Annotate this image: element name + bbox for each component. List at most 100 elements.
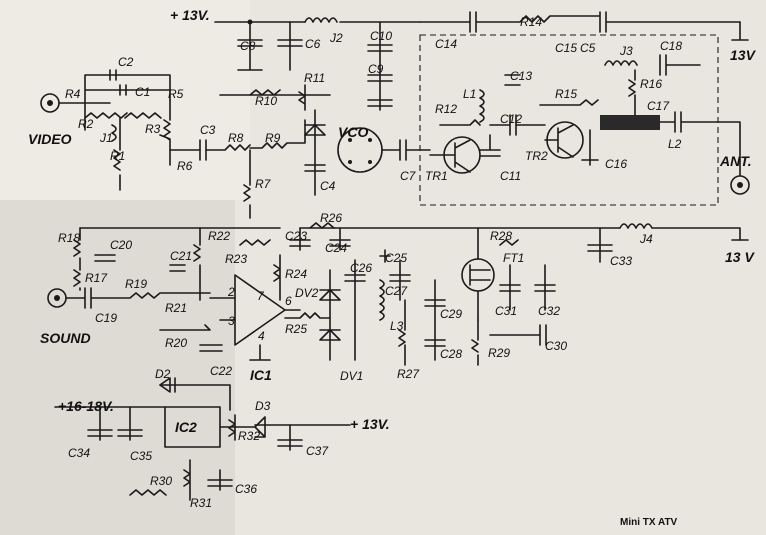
label-c14: C14: [435, 37, 457, 51]
label-r6: R6: [177, 159, 193, 173]
label-r4: R4: [65, 87, 81, 101]
label-pin6: 6: [285, 294, 292, 308]
label-c15: C15: [555, 41, 577, 55]
caps-c29-c28: [424, 279, 446, 361]
label-c6: C6: [305, 37, 321, 51]
cap-c18: [659, 54, 701, 76]
label-c27: C27: [385, 284, 408, 298]
rf-section-box: [419, 34, 719, 206]
label-l2: L2: [668, 137, 682, 151]
cap-c31: [499, 264, 521, 311]
label-pin4: 4: [258, 329, 265, 343]
label-c13: C13: [510, 69, 532, 83]
label-r21: R21: [165, 301, 187, 315]
label-r9: R9: [265, 131, 281, 145]
fet-ft1-leads: [469, 227, 491, 321]
label-r24: R24: [285, 267, 307, 281]
label-pin2: 2: [227, 285, 235, 299]
label-c21: C21: [170, 249, 192, 263]
label-d3: D3: [255, 399, 271, 413]
opamp-ic1: [234, 274, 286, 346]
opamp-ic1-leads: [209, 297, 301, 361]
label-r17: R17: [85, 271, 108, 285]
label-supply-out: + 13V.: [350, 416, 390, 432]
label-c34: C34: [68, 446, 90, 460]
label-r27: R27: [397, 367, 420, 381]
transistor-tr2-leads: [544, 124, 574, 158]
label-supply-top: + 13V.: [170, 7, 210, 23]
label-vco: VCO: [338, 124, 368, 140]
label-r19: R19: [125, 277, 147, 291]
cap-c24: [329, 227, 351, 251]
label-c16: C16: [605, 157, 627, 171]
inductor-l3: [379, 279, 385, 321]
inductor-l2: [600, 115, 660, 130]
label-r25: R25: [285, 322, 307, 336]
label-r30: R30: [150, 474, 172, 488]
diode-d3: [219, 416, 266, 438]
label-ic1: IC1: [250, 367, 272, 383]
label-r14: R14: [520, 15, 542, 29]
sound-jack-center: [54, 295, 60, 301]
pot-r11: [298, 84, 306, 111]
resistor-r16: [628, 69, 636, 116]
label-r32: R32: [238, 429, 260, 443]
choke-j3: [604, 60, 638, 66]
label-r8: R8: [228, 131, 244, 145]
label-d2: D2: [155, 367, 171, 381]
diode-d2: [159, 377, 176, 393]
label-video: VIDEO: [28, 131, 72, 147]
label-r11: R11: [304, 71, 325, 85]
label-j2: J2: [329, 31, 343, 45]
pot-r29: [471, 319, 479, 366]
paper-panel-bottom-left: [0, 200, 235, 535]
paper-panel-left: [0, 0, 250, 200]
label-c28: C28: [440, 347, 462, 361]
resistor-r28: [499, 239, 519, 246]
video-jack-center: [47, 100, 53, 106]
label-ant: ANT.: [719, 153, 752, 169]
cap-c27: [389, 259, 411, 301]
label-c25: C25: [385, 251, 407, 265]
resistor-r25: [284, 312, 331, 319]
label-sound: SOUND: [40, 330, 91, 346]
label-c35: C35: [130, 449, 152, 463]
varicaps-dv2-dv1: [319, 269, 341, 361]
label-l1: L1: [463, 87, 476, 101]
label-c33: C33: [610, 254, 632, 268]
cap-c21: [169, 264, 186, 272]
cap-c20: [94, 254, 116, 262]
cap-c25: [379, 249, 391, 263]
resistor-r32: [228, 414, 236, 441]
label-c4: C4: [320, 179, 336, 193]
wire-top-rf: [419, 11, 741, 33]
antenna-jack-icon[interactable]: [730, 175, 750, 195]
label-ic2: IC2: [175, 419, 197, 435]
label-l3: L3: [390, 319, 404, 333]
label-r18: R18: [58, 231, 80, 245]
wire-psu-top: [99, 384, 231, 411]
label-c2: C2: [118, 55, 134, 69]
caption: Mini TX ATV: [620, 517, 678, 528]
cap-c23: [289, 227, 311, 251]
cap-c1: [119, 84, 127, 96]
cap-c17: [659, 111, 741, 176]
label-r26: R26: [320, 211, 342, 225]
cap-c22: [199, 344, 223, 352]
label-dv1: DV1: [340, 369, 363, 383]
resistor-r3: [124, 112, 162, 119]
label-r2: R2: [78, 117, 94, 131]
label-c1: C1: [135, 85, 150, 99]
label-13v-top-right: 13V: [730, 47, 757, 63]
cap-c16: [581, 129, 599, 166]
cap-c13: [504, 74, 521, 86]
label-r20: R20: [165, 336, 187, 350]
label-r31: R31: [190, 496, 212, 510]
label-c10: C10: [370, 29, 392, 43]
resistor-r27: [398, 299, 406, 366]
label-c23: C23: [285, 229, 307, 243]
cap-c37: [277, 424, 303, 451]
wire-video-network: [84, 74, 171, 131]
resistor-r20: [159, 324, 211, 331]
